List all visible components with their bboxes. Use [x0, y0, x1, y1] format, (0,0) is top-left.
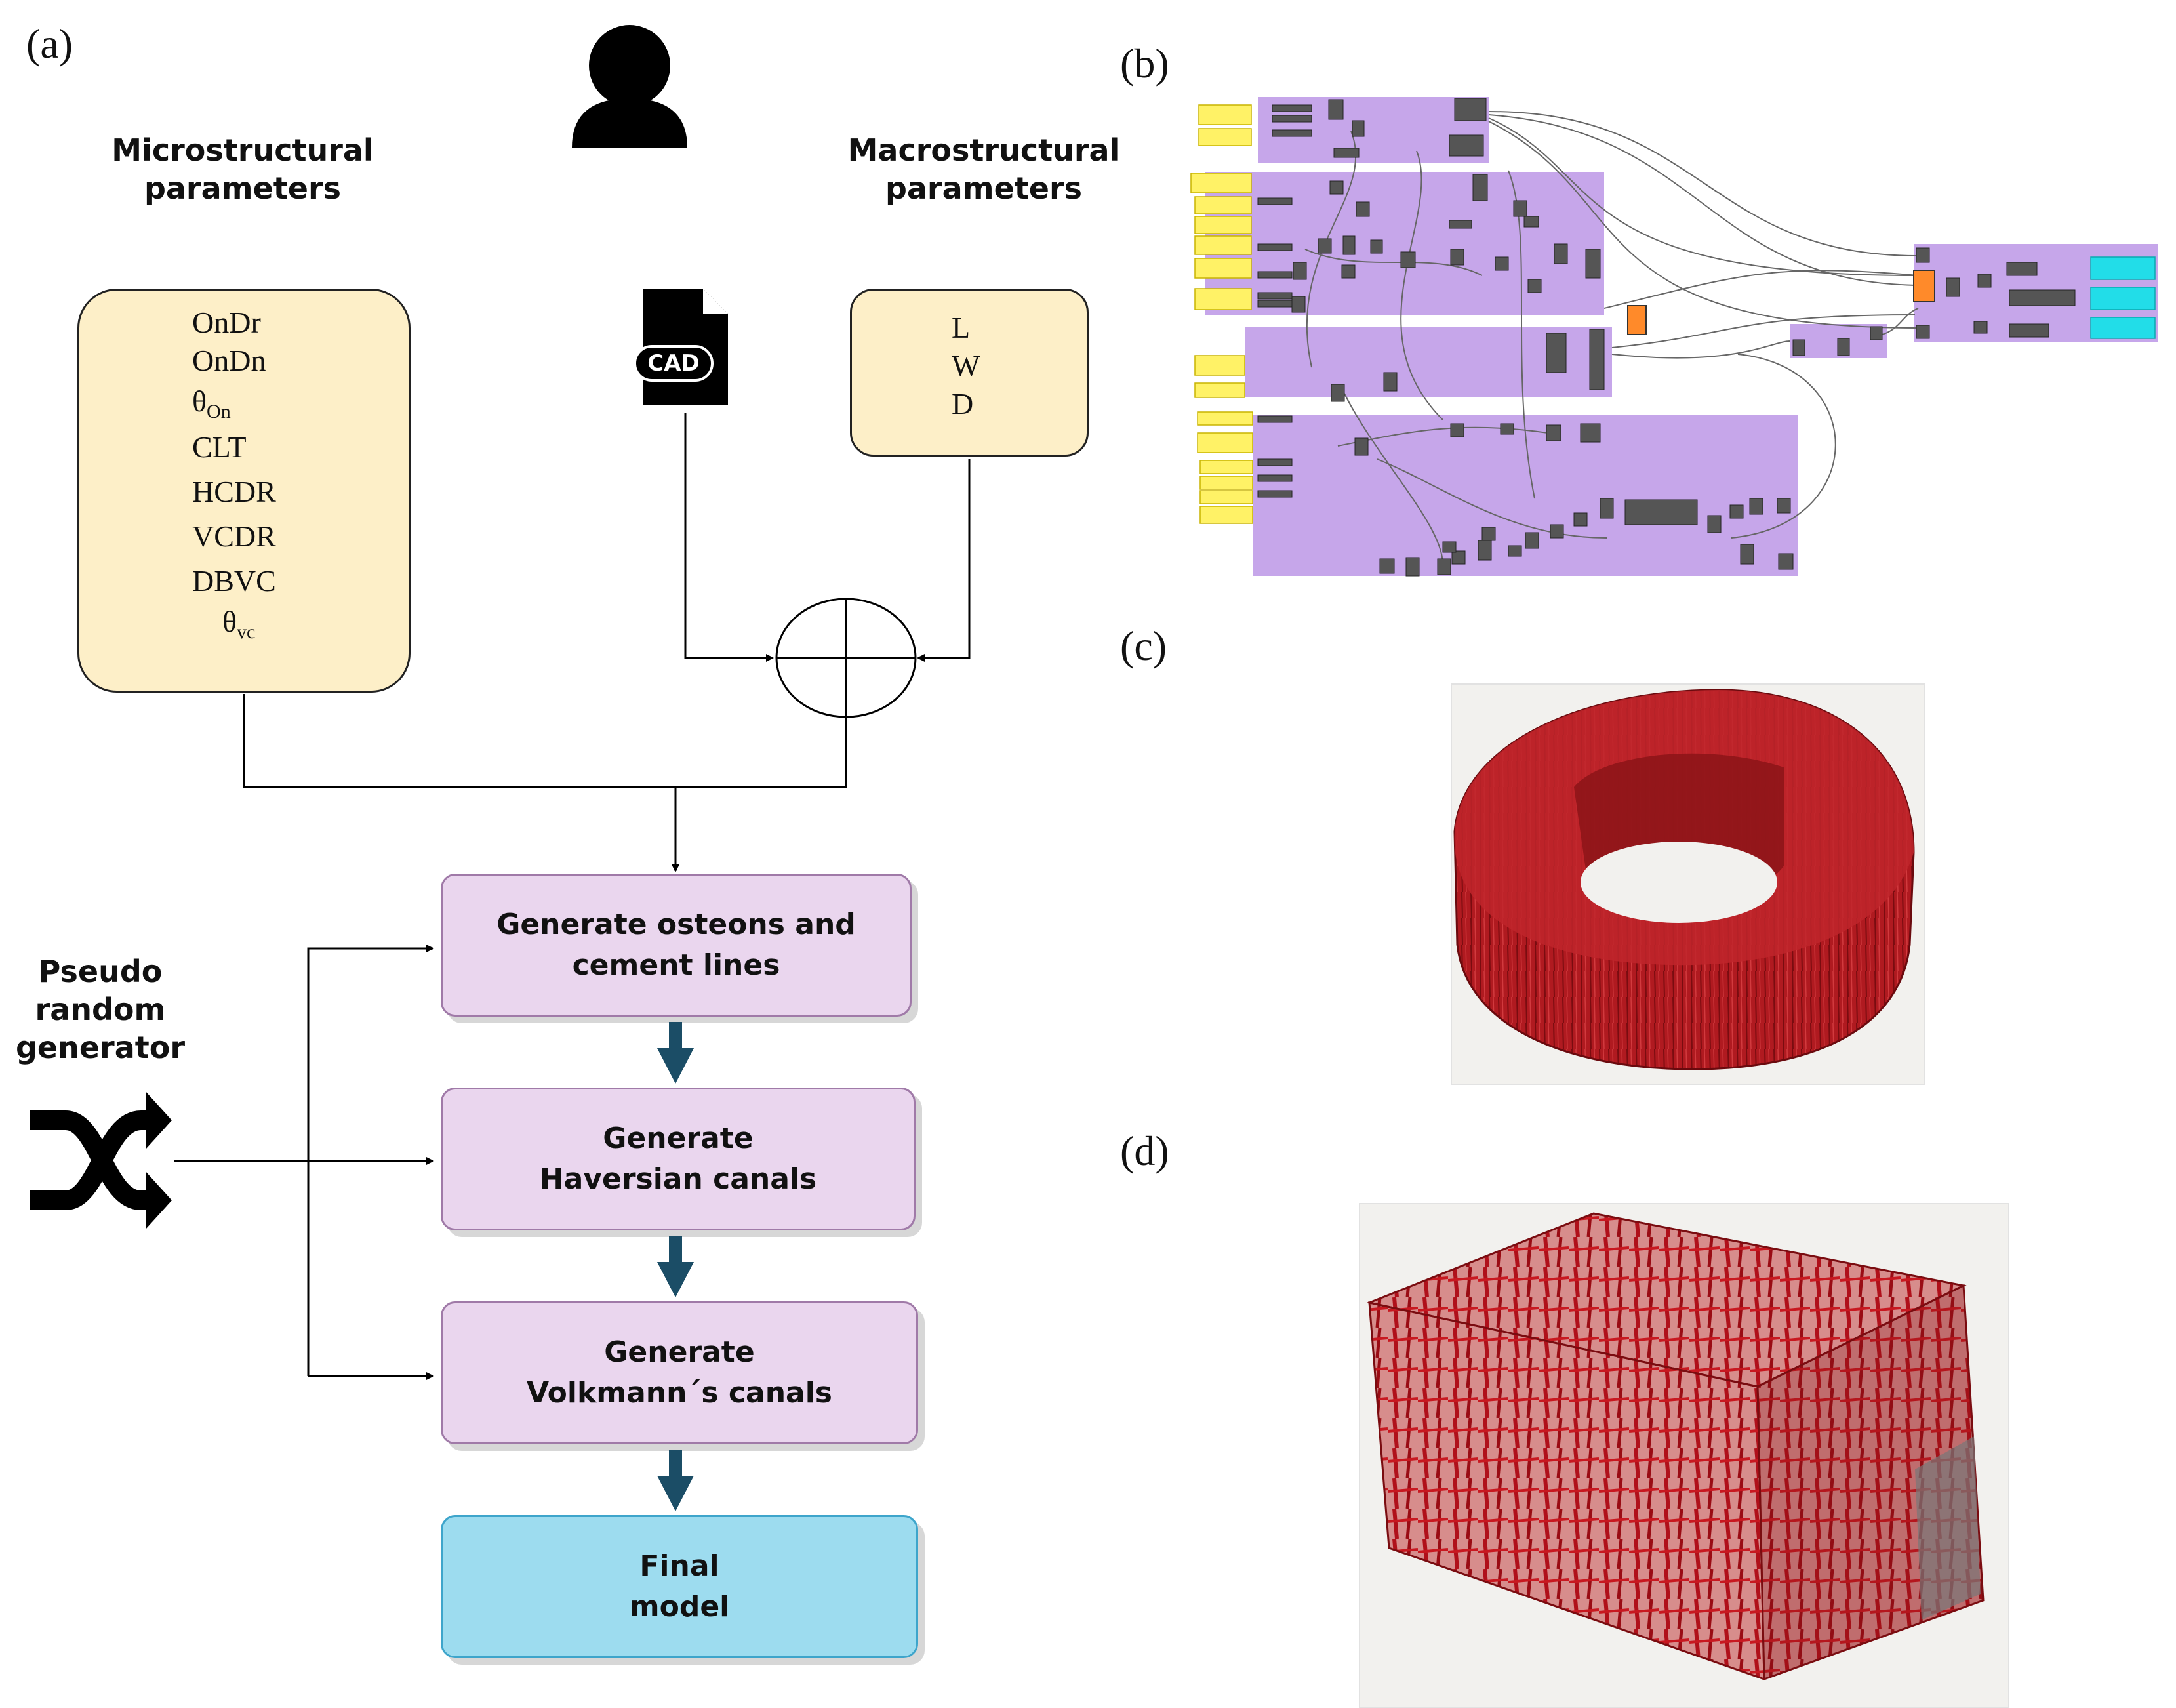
- macro-params-box: L W D: [850, 289, 1089, 457]
- param-l: L: [952, 311, 971, 344]
- macro-header: Macrostructural parameters: [826, 131, 1141, 207]
- param-w: W: [952, 349, 980, 382]
- step-2-line-2: Haversian canals: [539, 1162, 817, 1196]
- bone-block-render: [1359, 1203, 2009, 1708]
- step-generate-haversian: Generate Haversian canals: [441, 1088, 916, 1230]
- step-generate-osteons: Generate osteons and cement lines: [441, 874, 912, 1017]
- micro-header-line-1: Microstructural: [111, 132, 374, 168]
- param-dbvc: DBVC: [192, 564, 276, 598]
- panel-label-a: (a): [26, 20, 73, 67]
- param-vcdr: VCDR: [192, 519, 276, 553]
- param-clt: CLT: [192, 430, 247, 464]
- param-theta-on-symbol: θ: [192, 384, 207, 418]
- step-3-line-1: Generate: [604, 1335, 755, 1369]
- step-4-line-2: model: [629, 1590, 730, 1623]
- param-theta-vc-sub: vc: [237, 621, 256, 643]
- generator-label: Pseudo random generator: [13, 952, 188, 1067]
- panel-label-b: (b): [1120, 40, 1169, 87]
- param-theta-vc-symbol: θ: [222, 605, 237, 638]
- panel-label-c: (c): [1120, 622, 1167, 669]
- step-4-line-1: Final: [639, 1549, 719, 1583]
- generator-label-line-1: Pseudo: [38, 954, 163, 989]
- param-theta-vc: θvc: [222, 604, 255, 643]
- param-ondr: OnDr: [192, 306, 261, 339]
- macro-header-line-1: Macrostructural: [847, 132, 1120, 168]
- generator-label-line-2: random: [35, 992, 166, 1027]
- macro-header-line-2: parameters: [885, 171, 1083, 206]
- cad-label: CAD: [647, 350, 700, 376]
- step-generate-volkmann: Generate Volkmann´s canals: [441, 1301, 918, 1444]
- step-2-line-1: Generate: [603, 1122, 754, 1155]
- step-1-line-1: Generate osteons and: [496, 908, 856, 941]
- param-theta-on-sub: On: [207, 401, 231, 422]
- micro-header: Microstructural parameters: [92, 131, 393, 207]
- bone-tube-render: [1451, 683, 1925, 1085]
- param-d: D: [952, 387, 974, 420]
- step-1-line-2: cement lines: [572, 948, 780, 982]
- panel-label-d: (d): [1120, 1128, 1169, 1174]
- param-ondn: OnDn: [192, 344, 266, 377]
- param-hcdr: HCDR: [192, 475, 276, 508]
- param-theta-on: θOn: [192, 384, 231, 423]
- micro-params-box: OnDr OnDn θOn CLT HCDR VCDR DBVC θvc: [77, 289, 411, 693]
- step-3-line-2: Volkmann´s canals: [527, 1376, 832, 1410]
- micro-header-line-2: parameters: [144, 171, 342, 206]
- generator-label-line-3: generator: [15, 1030, 186, 1065]
- step-final-model: Final model: [441, 1515, 918, 1658]
